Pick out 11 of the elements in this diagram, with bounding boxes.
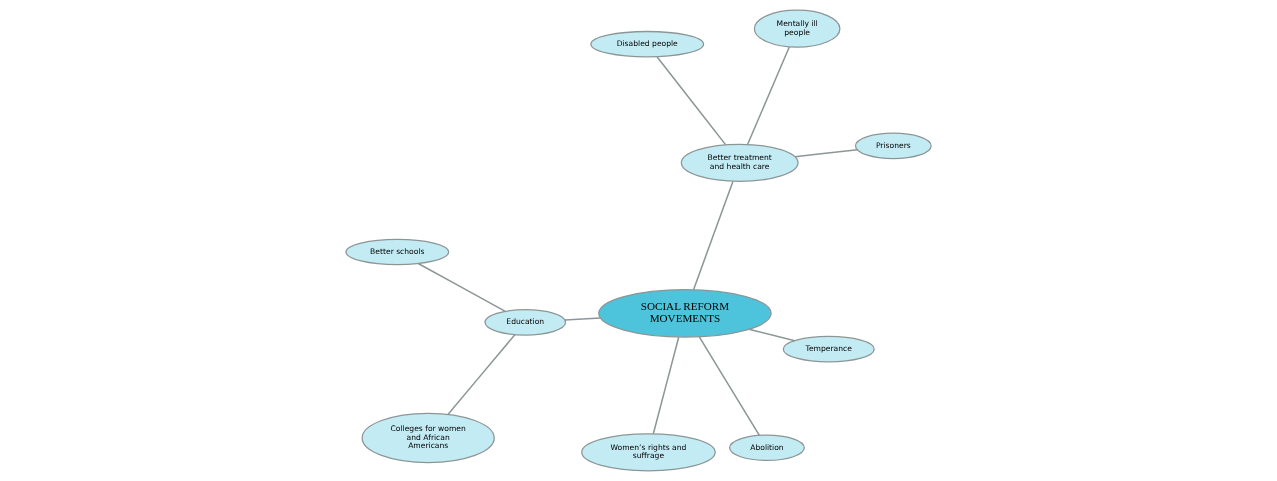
connector — [447, 333, 516, 415]
connector — [652, 336, 680, 435]
connector — [692, 180, 734, 291]
connector — [698, 336, 761, 437]
connector — [564, 317, 602, 321]
connector — [417, 262, 507, 313]
connector — [794, 149, 859, 158]
node-ellipse: SOCIAL REFORM MOVEMENTS — [598, 288, 772, 338]
connector — [656, 55, 727, 146]
connector — [748, 328, 796, 342]
connector — [746, 46, 791, 145]
